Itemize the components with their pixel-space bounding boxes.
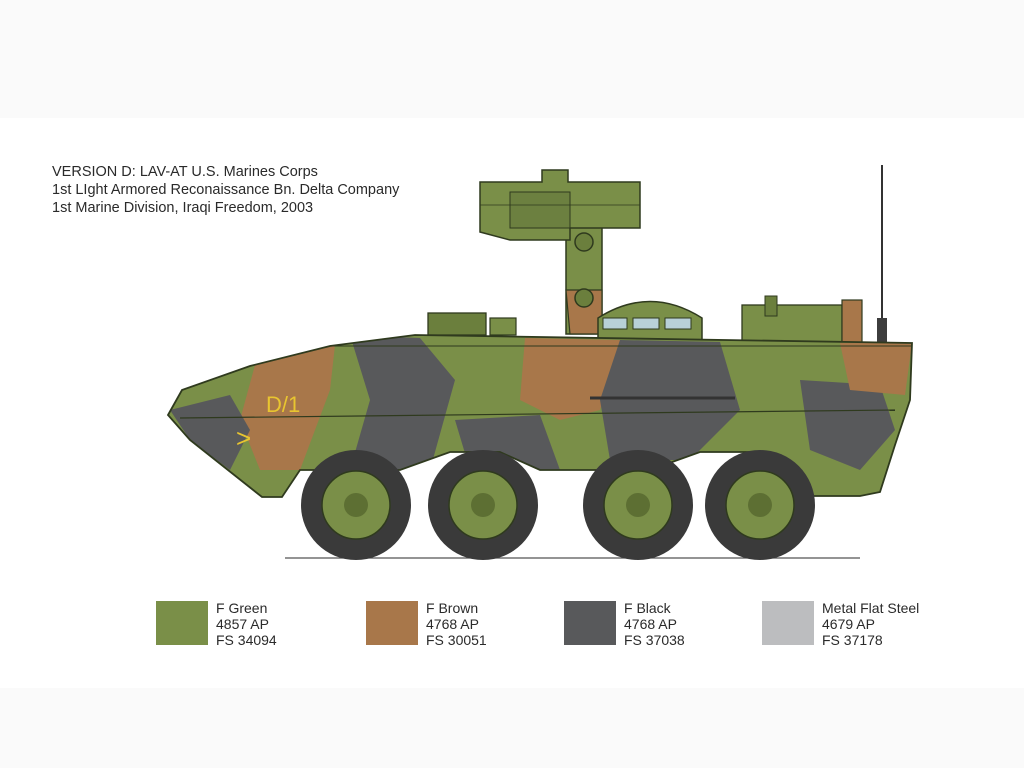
- black-swatch: [564, 601, 616, 645]
- bottom-band: [0, 688, 1024, 768]
- wheel-4: [705, 450, 815, 560]
- palette-name: F Black: [624, 600, 671, 616]
- palette-fs: FS 30051: [426, 632, 487, 648]
- palette-fs: FS 37178: [822, 632, 883, 648]
- palette-text: F Black 4768 AP FS 37038: [624, 600, 685, 648]
- steel-swatch: [762, 601, 814, 645]
- antenna-base: [877, 318, 887, 344]
- caption-line-division: 1st Marine Division, Iraqi Freedom, 2003: [52, 200, 314, 216]
- palette-name: Metal Flat Steel: [822, 600, 920, 616]
- driver-hatch: [427, 312, 517, 336]
- palette-fs: FS 37038: [624, 632, 685, 648]
- palette-text: F Brown 4768 AP FS 30051: [426, 600, 487, 648]
- caption-line-version: VERSION D: LAV-AT U.S. Marines Corps: [52, 164, 318, 180]
- wheel-1: [301, 450, 411, 560]
- palette-code: 4768 AP: [624, 616, 677, 632]
- chevron-marking: >: [236, 423, 251, 453]
- unit-code-marking: D/1: [266, 392, 300, 417]
- wheel-2: [428, 450, 538, 560]
- missile-launcher: [479, 169, 641, 335]
- rear-stowage: [741, 295, 863, 344]
- palette-fs: FS 34094: [216, 632, 277, 648]
- wheel-3: [583, 450, 693, 560]
- brown-swatch: [366, 601, 418, 645]
- palette-code: 4768 AP: [426, 616, 479, 632]
- palette-text: F Green 4857 AP FS 34094: [216, 600, 277, 648]
- palette-name: F Brown: [426, 600, 479, 616]
- palette-text: Metal Flat Steel 4679 AP FS 37178: [822, 600, 919, 648]
- version-caption: VERSION D: LAV-AT U.S. Marines Corps 1st…: [52, 163, 399, 217]
- palette-code: 4679 AP: [822, 616, 875, 632]
- caption-line-unit: 1st LIght Armored Reconaissance Bn. Delt…: [52, 182, 400, 198]
- green-swatch: [156, 601, 208, 645]
- top-band: [0, 0, 1024, 118]
- palette-name: F Green: [216, 600, 268, 616]
- commander-cupola: [597, 300, 703, 341]
- palette-code: 4857 AP: [216, 616, 269, 632]
